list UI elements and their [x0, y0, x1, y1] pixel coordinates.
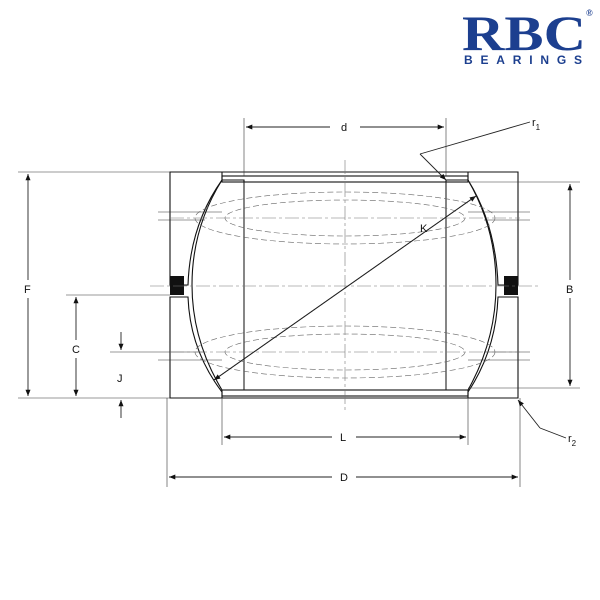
inner-ball: [170, 171, 518, 399]
rbc-logo: RBC ® BEARINGS: [462, 5, 593, 67]
label-r2: r2: [568, 433, 577, 448]
dimension-j: J: [110, 332, 158, 418]
label-j: J: [117, 373, 123, 385]
label-f: F: [24, 284, 31, 296]
logo-mark: RBC: [462, 5, 586, 61]
label-d: d: [341, 122, 347, 134]
label-b: B: [566, 284, 573, 296]
seal-right: [504, 276, 518, 295]
label-l: L: [340, 432, 346, 444]
registered-mark: ®: [586, 8, 593, 18]
center-lines: [150, 160, 540, 410]
dimension-d-outer: D: [166, 398, 521, 487]
dimension-l: L: [221, 398, 469, 445]
label-d-outer: D: [340, 472, 348, 484]
label-r1: r1: [532, 117, 541, 132]
seal-left: [170, 276, 184, 295]
label-k: K: [420, 223, 428, 235]
dimension-b: B: [468, 181, 580, 389]
dimension-k: K: [213, 195, 477, 381]
dimension-d: d: [243, 118, 447, 176]
dimension-r1: r1: [419, 117, 541, 181]
logo-subtitle: BEARINGS: [464, 53, 586, 67]
dimension-r2: r2: [517, 399, 577, 448]
dimension-c: C: [66, 294, 170, 396]
dimension-f: F: [18, 171, 170, 399]
label-c: C: [72, 344, 80, 356]
